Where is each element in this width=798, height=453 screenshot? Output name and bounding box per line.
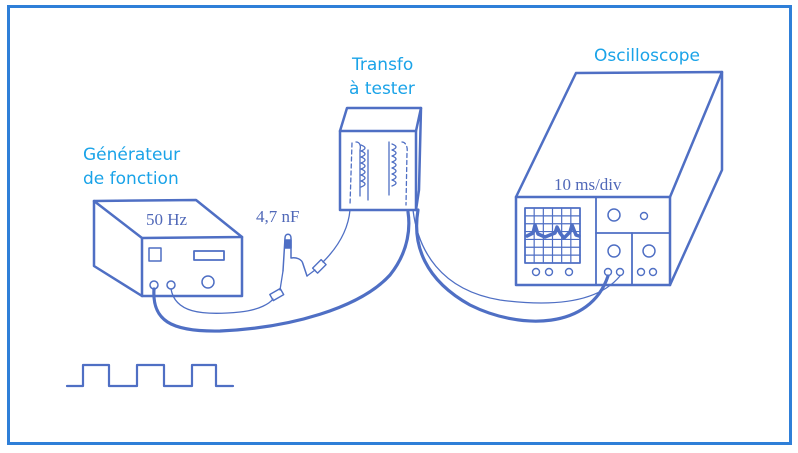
cable-generator-resistor: [170, 288, 274, 315]
oscilloscope-screen: [524, 207, 581, 264]
generator-knob[interactable]: [201, 275, 215, 289]
generator-switch[interactable]: [148, 247, 162, 262]
capacitor: [282, 233, 308, 277]
oscilloscope-trace: [525, 223, 581, 240]
transformer-label-line1: Transfo: [352, 55, 414, 75]
cable-transformer-scope-thick: [415, 208, 610, 323]
resistor-1: [269, 287, 285, 302]
cable-generator-transformer-thick: [152, 210, 411, 333]
oscilloscope-knob-3[interactable]: [607, 244, 621, 258]
transformer-label: Transfo à tester: [349, 53, 415, 101]
oscilloscope-timebase: 10 ms/div: [554, 175, 622, 194]
capacitor-value: 4,7 nF: [256, 207, 299, 226]
oscilloscope-input-4[interactable]: [648, 267, 658, 277]
oscilloscope-label: Oscilloscope: [594, 46, 701, 66]
function-generator: [92, 198, 244, 298]
oscilloscope-knob-2[interactable]: [639, 211, 649, 221]
generator-frequency: 50 Hz: [146, 210, 188, 229]
generator-output-terminal-2[interactable]: [166, 280, 176, 290]
generator-label: Générateur de fonction: [83, 143, 180, 191]
oscilloscope-button-2[interactable]: [544, 267, 554, 277]
cables: [152, 208, 621, 333]
transformer: [338, 106, 423, 212]
oscilloscope-button-1[interactable]: [531, 267, 541, 277]
transformer-windings: [349, 141, 408, 206]
oscilloscope-knob-1[interactable]: [607, 208, 621, 222]
oscilloscope-input-3[interactable]: [636, 267, 646, 277]
generator-label-line1: Générateur: [83, 145, 181, 165]
oscilloscope-input-2[interactable]: [615, 267, 625, 277]
transformer-label-line2: à tester: [349, 79, 415, 99]
generator-label-line2: de fonction: [83, 169, 179, 189]
oscilloscope-knob-4[interactable]: [642, 244, 656, 258]
cable-transformer-scope-thin: [412, 209, 621, 304]
square-wave-signal: [65, 363, 235, 388]
oscilloscope-button-3[interactable]: [564, 267, 574, 277]
oscilloscope: [514, 70, 724, 287]
generator-display: [193, 250, 225, 261]
